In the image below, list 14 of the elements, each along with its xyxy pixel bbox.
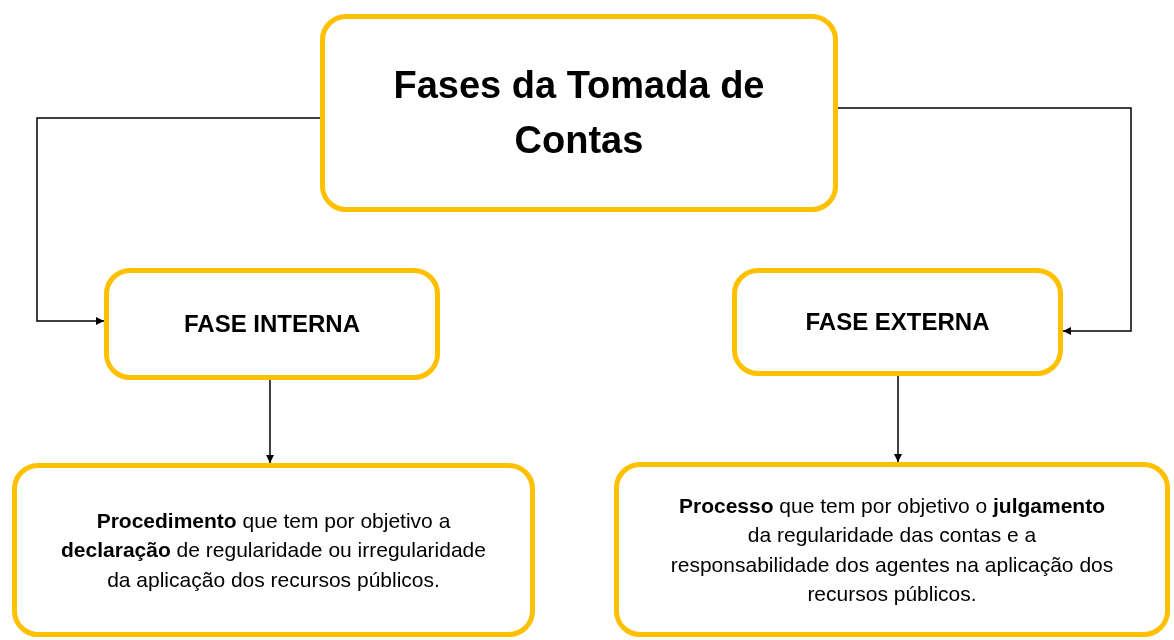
description-box xyxy=(12,463,535,637)
description-box xyxy=(614,462,1170,637)
title-box xyxy=(320,14,838,212)
arrow xyxy=(837,107,1132,335)
description-text: Processo que tem por objetivo o julgamento da regularidade das contas e a responsabilidade dos agentes na aplicação dos recursos públicos. xyxy=(669,492,1115,607)
phase-box xyxy=(732,268,1063,376)
arrow xyxy=(36,117,321,325)
phase-title: FASE INTERNA xyxy=(184,309,360,340)
phase-box xyxy=(104,268,440,380)
arrow xyxy=(266,379,274,464)
description-text: Procedimento que tem por objetivo a declaração de regularidade ou irregularidade da aplicação dos recursos públicos. xyxy=(60,507,487,593)
arrow xyxy=(894,375,902,463)
node-heading: Fases da Tomada de Contas xyxy=(392,62,766,163)
phase-title: FASE EXTERNA xyxy=(805,307,990,338)
